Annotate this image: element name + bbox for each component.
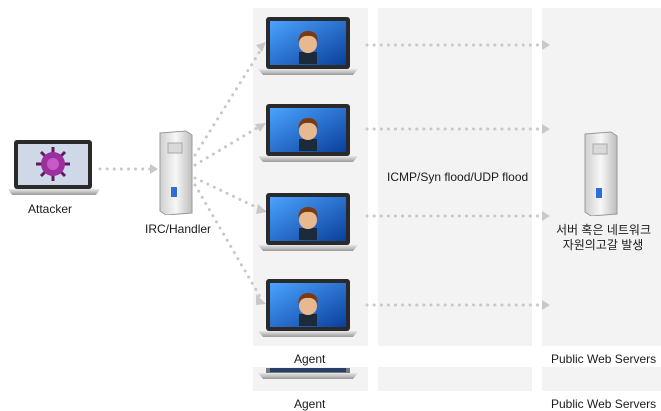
flood-column-bg-lower [378,367,532,391]
handler-label: IRC/Handler [145,222,212,236]
handler-to-agent2-flow [193,123,264,167]
handler-to-agent3-flow [193,176,264,212]
agent-face-icon [298,31,318,64]
flood-type-label: ICMP/Syn flood/UDP flood [387,170,529,184]
agent-laptop-icon [258,193,358,251]
virus-icon [36,147,70,181]
handler-to-agent1-flow [193,46,264,157]
public-web-servers-label-repeat: Public Web Servers [551,397,657,411]
handler-to-agent4-flow [193,183,264,302]
agent-laptop-partial-icon [258,368,358,379]
agent-face-icon [298,207,318,240]
agent-label-repeat: Agent [294,397,326,411]
agent-laptop-icon [258,104,358,162]
flood-column-bg [378,8,532,346]
public-web-server-tower-icon [584,131,618,216]
agent-label: Agent [294,352,326,366]
server-note-line2: 자원의고갈 발생 [562,238,644,252]
server-note-line1: 서버 혹은 네트워크 [556,223,651,237]
servers-column-bg-lower [542,367,661,391]
agent-face-icon [298,118,318,151]
agent-laptop-icon [258,279,358,337]
agent-face-icon [298,293,318,326]
attacker-laptop-icon [8,140,100,195]
handler-server-tower-icon [159,130,193,215]
public-web-servers-label: Public Web Servers [551,352,657,366]
arrowhead [150,164,158,174]
agent-laptop-icon [258,17,358,75]
attacker-label: Attacker [28,202,73,216]
